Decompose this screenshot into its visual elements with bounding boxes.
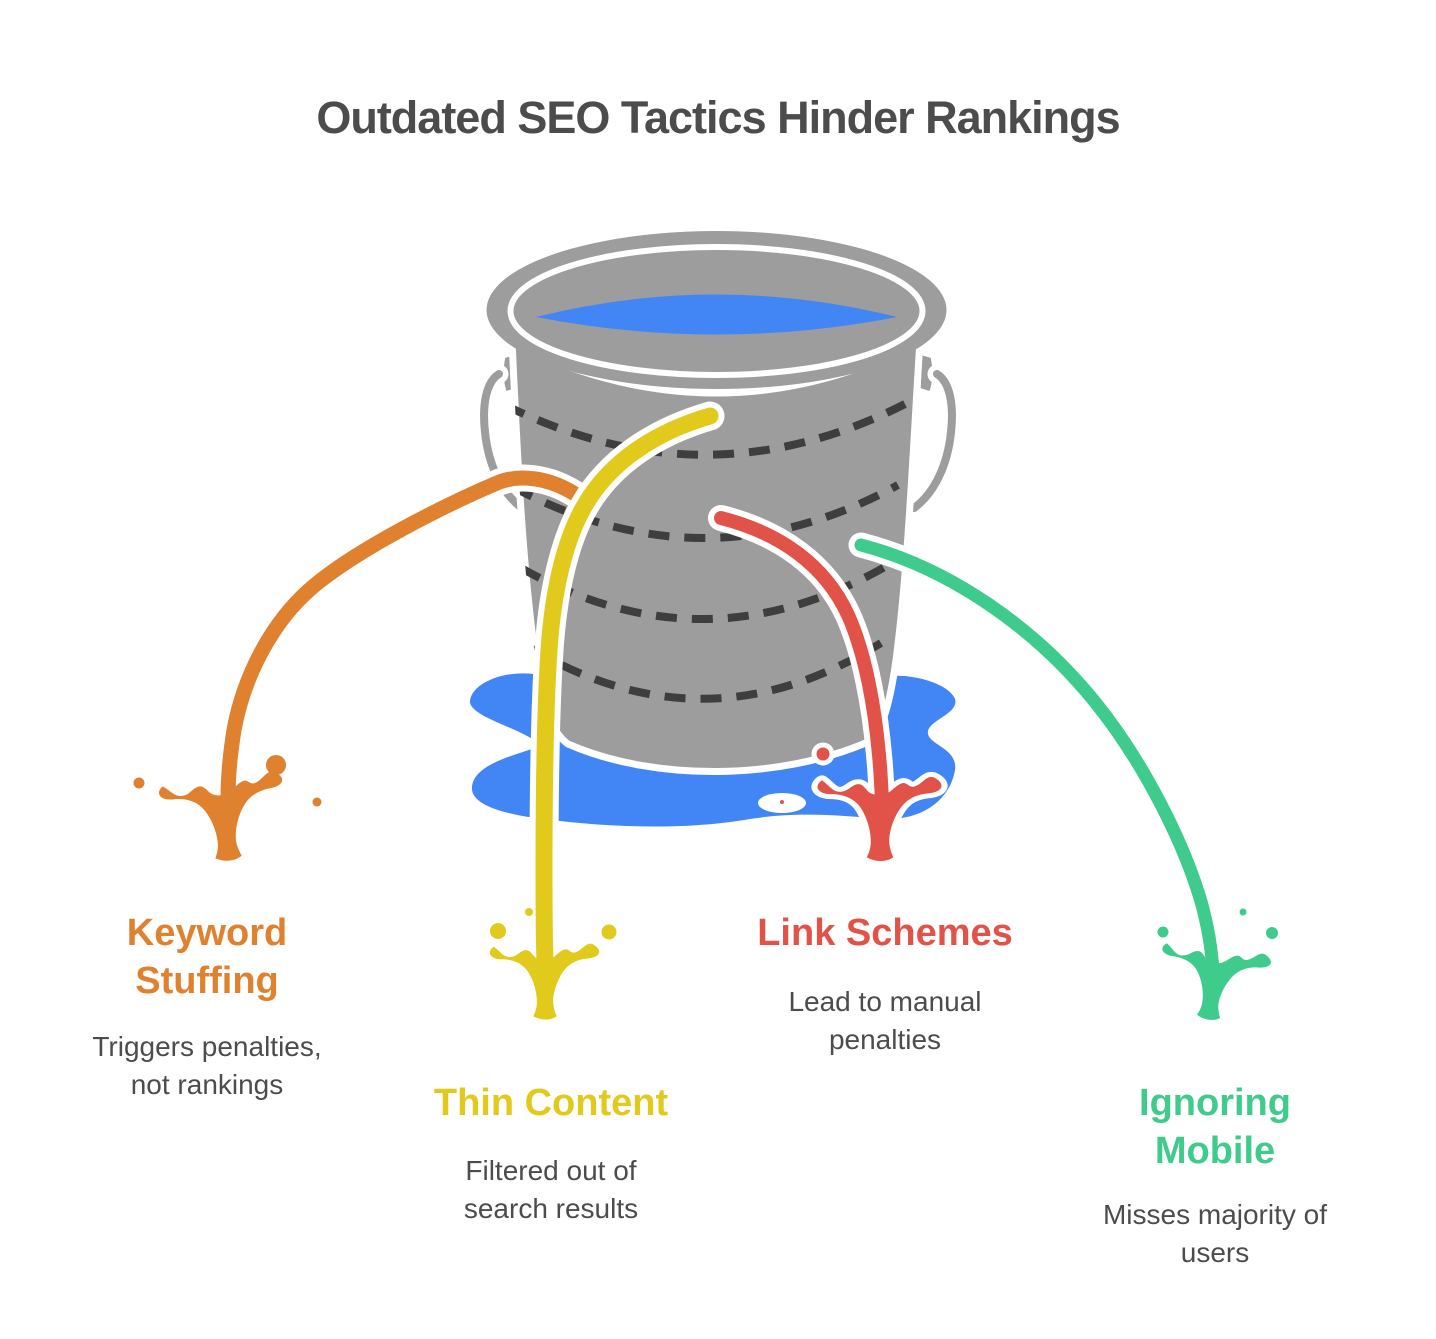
tactic-desc-thin-content: Filtered out of search results bbox=[463, 1155, 639, 1225]
tactic-label-link-schemes: Link Schemes bbox=[757, 912, 1013, 954]
leak-yellow bbox=[490, 401, 725, 1020]
stream-yellow bbox=[535, 407, 719, 971]
dashed-hoop-4 bbox=[527, 639, 884, 703]
stream-green bbox=[854, 538, 1220, 977]
red-droplets bbox=[758, 742, 835, 813]
tactic-label-thin-content: Thin Content bbox=[433, 1082, 669, 1124]
tactic-label-keyword-stuffing: Keyword Stuffing bbox=[126, 912, 288, 1002]
leak-green bbox=[848, 532, 1278, 1027]
stream-orange bbox=[220, 470, 583, 806]
leak-red bbox=[708, 505, 942, 861]
water-surface bbox=[536, 294, 897, 335]
page-title: Outdated SEO Tactics Hinder Rankings bbox=[316, 92, 1120, 143]
bucket-rim bbox=[486, 231, 947, 397]
stream-red bbox=[714, 511, 889, 807]
bucket-handle-right bbox=[904, 348, 962, 518]
tactic-desc-link-schemes: Lead to manual penalties bbox=[788, 986, 982, 1056]
tactic-desc-ignoring-mobile: Misses majority of users bbox=[1102, 1199, 1328, 1269]
leak-orange bbox=[133, 464, 589, 867]
tactic-desc-keyword-stuffing: Triggers penalties, not rankings bbox=[92, 1031, 322, 1101]
tactic-label-ignoring-mobile: Ignoring Mobile bbox=[1139, 1082, 1291, 1172]
